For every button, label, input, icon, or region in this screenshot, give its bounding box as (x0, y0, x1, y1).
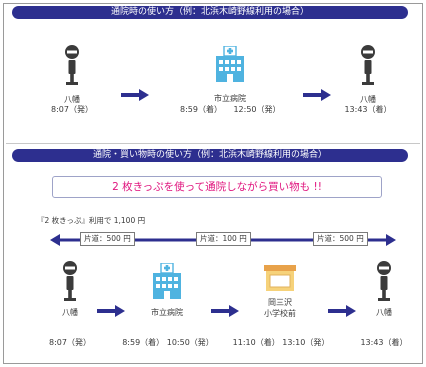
bus-stop-icon (377, 261, 391, 301)
s2-stop-name: 八幡 (376, 308, 392, 317)
s1-start-time: 8:07（発） (51, 105, 93, 114)
s1-hospital-name: 市立病院 (214, 94, 246, 103)
arrow-right-icon (303, 89, 331, 101)
s2-stop-time: 11:10（着） 13:10（発） (232, 338, 330, 347)
bus-stop-icon (63, 261, 77, 301)
s1-end-name: 八幡 (360, 95, 376, 104)
s1-hospital-arrive: 8:59（着） (180, 105, 222, 114)
arrow-right-icon (211, 305, 239, 317)
arrow-right-icon (97, 305, 125, 317)
hospital-icon (216, 46, 244, 82)
section1-banner: 通院時の使い方（例：北浜木崎野線利用の場合） (12, 6, 408, 19)
fare-box: 片道：500 円 (313, 232, 368, 246)
s1-start-name: 八幡 (64, 95, 80, 104)
s1-hospital-depart: 12:50（発） (233, 105, 281, 114)
notice-box: 2 枚きっぷを使って通院しながら買い物も !! (52, 176, 382, 198)
arrow-right-icon (328, 305, 356, 317)
s2-stop-name: 八幡 (62, 308, 78, 317)
shop-icon (264, 265, 296, 291)
arrow-right-icon (121, 89, 149, 101)
s2-stop-time: 8:07（発） (49, 338, 91, 347)
s2-stop-name: 岡三沢 小学校前 (264, 298, 296, 318)
fare-box: 片道：500 円 (80, 232, 135, 246)
bus-stop-icon (65, 45, 79, 85)
section2-banner: 通院・買い物時の使い方（例：北浜木崎野線利用の場合） (12, 149, 408, 162)
s2-stop-name: 市立病院 (151, 308, 183, 317)
price-note: 『2 枚きっぷ』利用で 1,100 円 (37, 216, 146, 225)
hospital-icon (153, 263, 181, 299)
s1-end-time: 13:43（着） (344, 105, 392, 114)
fare-box: 片道：100 円 (196, 232, 251, 246)
section-divider (6, 143, 420, 144)
s2-stop-time: 13:43（着） (360, 338, 408, 347)
bus-stop-icon (361, 45, 375, 85)
s2-stop-time: 8:59（着） 10:50（発） (122, 338, 214, 347)
